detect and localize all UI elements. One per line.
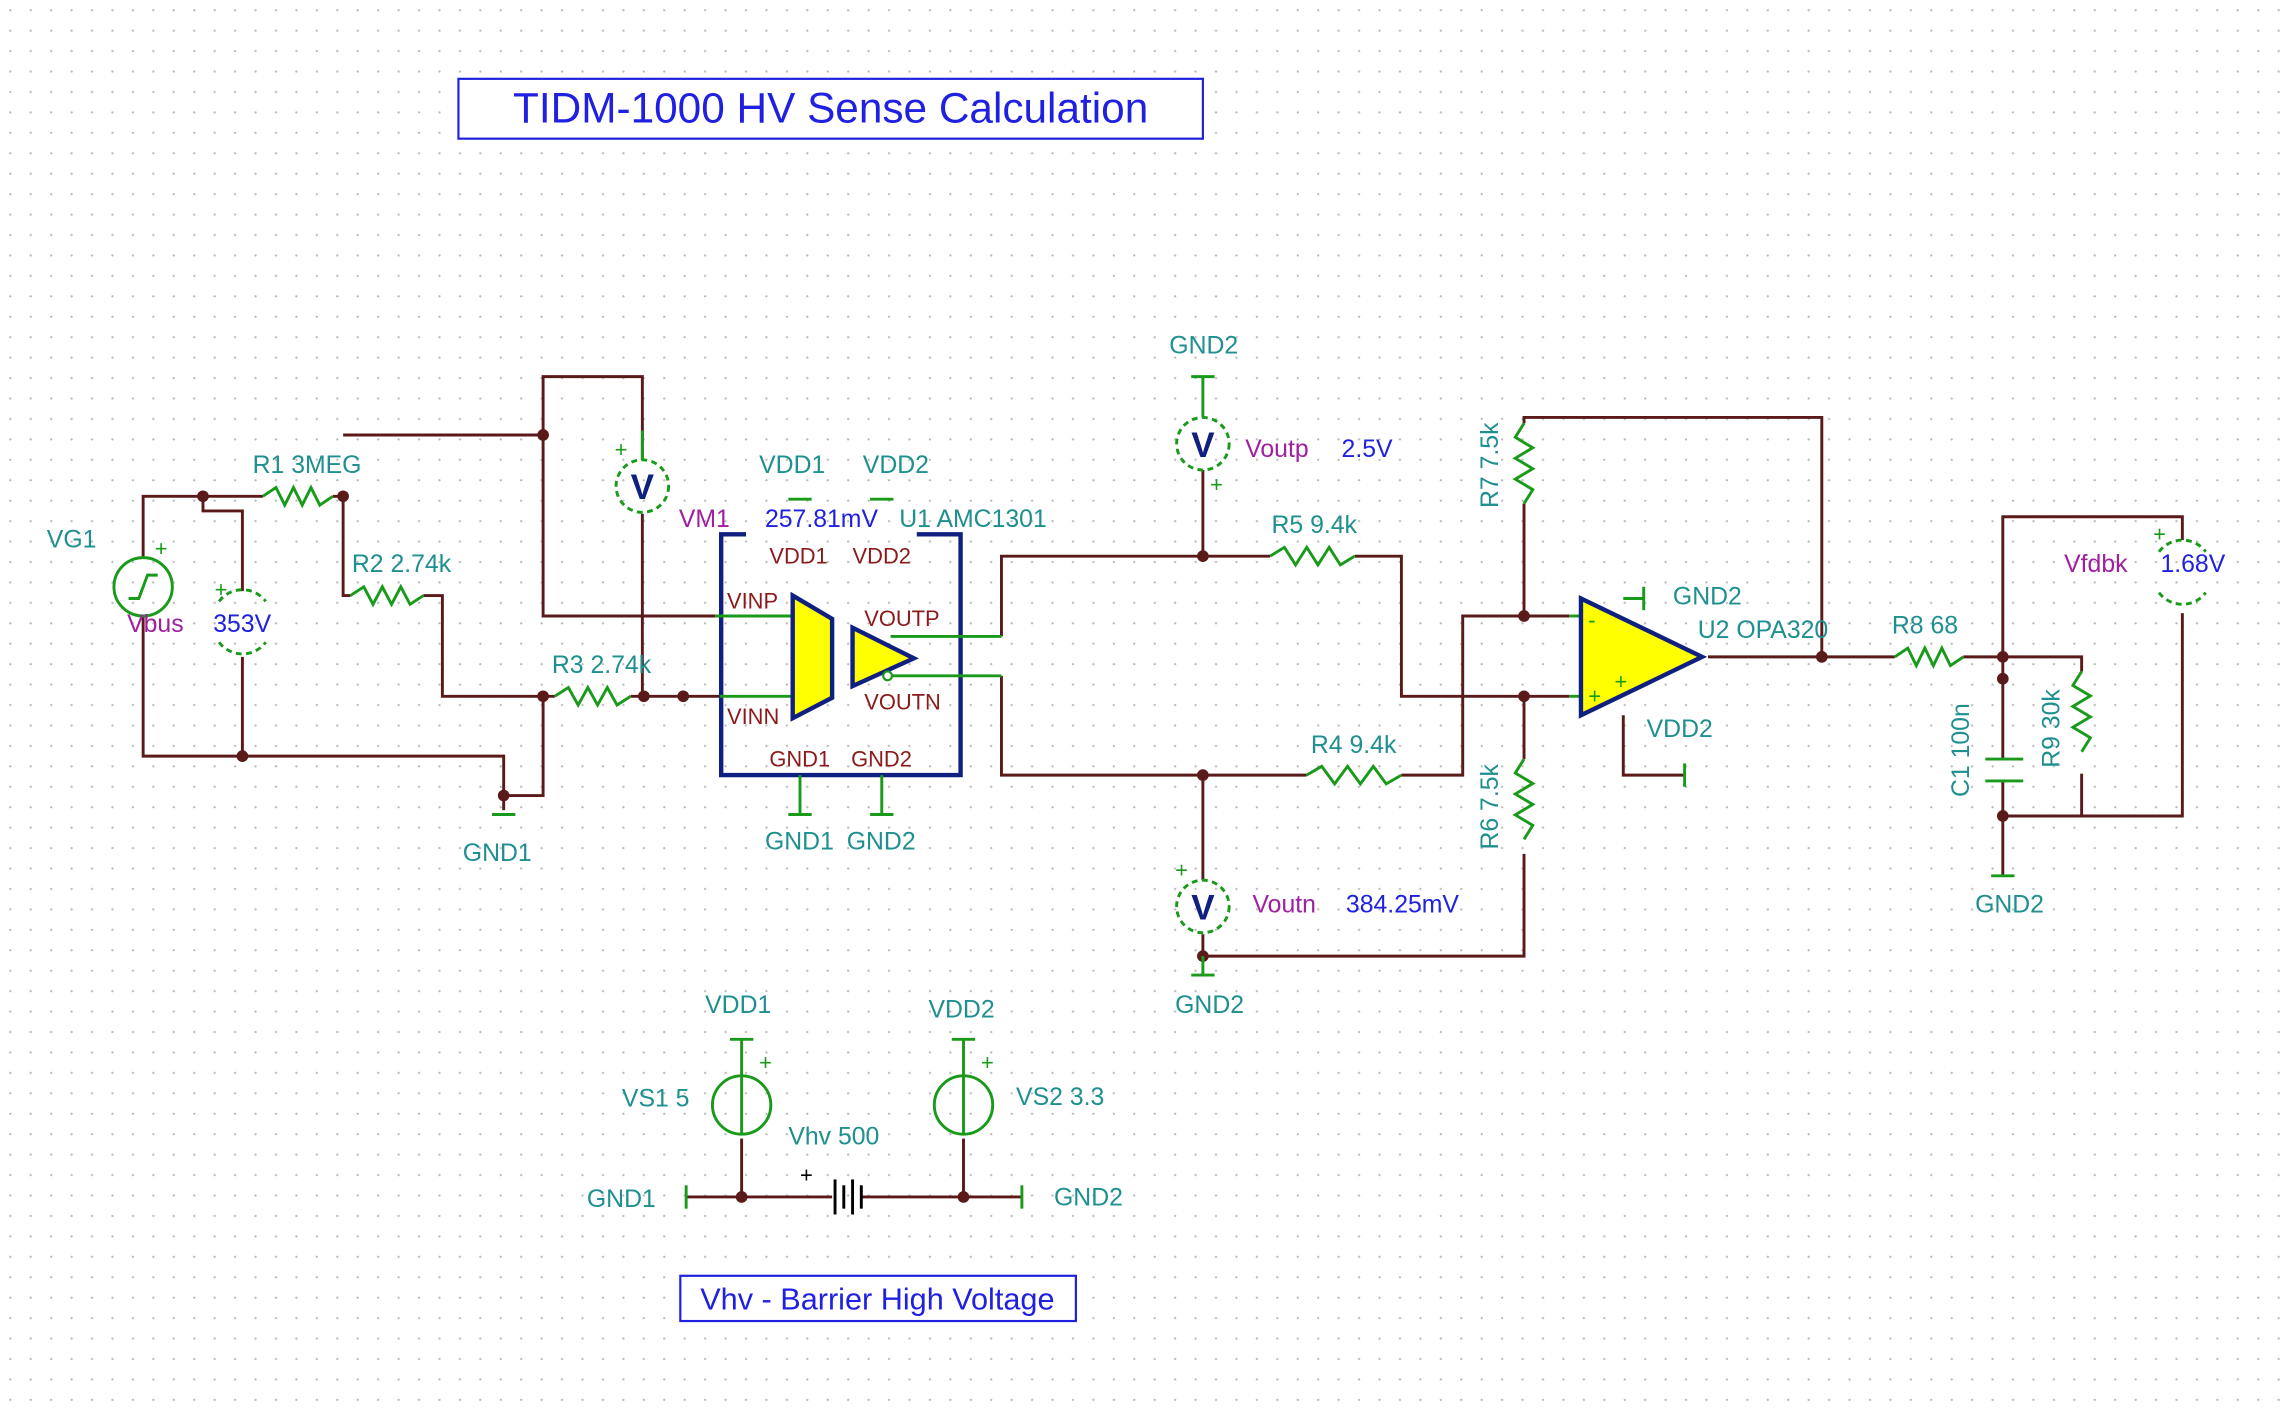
svg-text:+: +	[2153, 522, 2166, 547]
c1-label: C1 100n	[1948, 703, 1975, 797]
svg-text:-: -	[1588, 608, 1595, 633]
net-gnd2-bottom: GND2	[1054, 1185, 1123, 1212]
vbus-value: 353V	[213, 611, 271, 638]
svg-text:VINP: VINP	[727, 589, 778, 614]
resistor-r7[interactable]	[1512, 422, 1536, 505]
svg-text:V: V	[1191, 426, 1215, 465]
svg-text:+: +	[155, 536, 168, 561]
net-gnd2-u2: GND2	[1673, 583, 1742, 610]
u1-label: U1 AMC1301	[899, 506, 1047, 533]
voutn-name: Voutn	[1253, 891, 1316, 918]
vs2-label: VS2 3.3	[1016, 1084, 1104, 1111]
r7-label: R7 7.5k	[1477, 422, 1504, 508]
vs1-label: VS1 5	[622, 1085, 690, 1112]
svg-text:+: +	[615, 437, 628, 462]
net-gnd2-c1: GND2	[1975, 891, 2044, 918]
r2-label: R2 2.74k	[352, 551, 452, 578]
note-box	[679, 1274, 1077, 1323]
net-gnd2-u1: GND2	[847, 829, 916, 856]
resistor-r2[interactable]	[349, 583, 425, 608]
r1-label: R1 3MEG	[253, 452, 362, 479]
svg-text:V: V	[1191, 889, 1215, 928]
r4-label: R4 9.4k	[1311, 732, 1397, 759]
isolated-amplifier-u1[interactable]: VDD1 VDD2 VINP VINN VOUTP VOUTN GND1 GND…	[715, 497, 1002, 816]
resistor-r9[interactable]	[2070, 670, 2094, 753]
title-box	[457, 77, 1204, 140]
svg-text:GND1: GND1	[769, 746, 830, 771]
vm1-name: VM1	[679, 506, 730, 533]
vg1-label: VG1	[47, 526, 97, 553]
voutp-value: 2.5V	[1342, 436, 1393, 463]
r3-label: R3 2.74k	[552, 652, 652, 679]
voltage-source-vs2[interactable]: +	[932, 1037, 995, 1136]
voltmeter-vbus[interactable]: + Vbus 353V	[127, 577, 272, 656]
resistor-r5[interactable]	[1269, 544, 1356, 568]
r5-label: R5 9.4k	[1271, 512, 1357, 539]
svg-text:VOUTP: VOUTP	[864, 606, 939, 631]
svg-text:VDD1: VDD1	[769, 543, 827, 568]
svg-text:VINN: VINN	[727, 704, 779, 729]
net-gnd2-voutn: GND2	[1175, 992, 1244, 1019]
net-gnd1-bottom: GND1	[587, 1186, 656, 1213]
voltage-generator-vg1[interactable]: +	[112, 536, 174, 618]
resistor-r6[interactable]	[1512, 758, 1536, 841]
voutp-name: Voutp	[1245, 436, 1308, 463]
voltmeter-voutn[interactable]: V +	[1175, 857, 1231, 977]
capacitor-c1[interactable]	[1985, 757, 2024, 783]
note: Vhv - Barrier High Voltage	[700, 1282, 1054, 1316]
voltmeter-vfdbk[interactable]: +	[2153, 522, 2207, 606]
svg-text:+: +	[1588, 684, 1601, 709]
svg-text:+: +	[215, 577, 228, 602]
svg-text:V: V	[631, 468, 655, 507]
r6-label: R6 7.5k	[1477, 763, 1504, 849]
resistor-r1[interactable]	[262, 484, 334, 509]
net-vdd1-u1: VDD1	[759, 452, 825, 479]
svg-text:+: +	[981, 1050, 994, 1075]
net-gnd1-u1: GND1	[765, 829, 834, 856]
voltmeter-voutp[interactable]: V +	[1175, 375, 1231, 497]
svg-text:+: +	[1615, 669, 1628, 694]
wires	[141, 375, 2184, 1199]
svg-text:VDD2: VDD2	[853, 543, 911, 568]
svg-text:+: +	[800, 1162, 813, 1187]
voutn-value: 384.25mV	[1346, 891, 1459, 918]
title: TIDM-1000 HV Sense Calculation	[513, 85, 1148, 132]
net-gnd2-voutp: GND2	[1169, 332, 1238, 359]
svg-text:+: +	[759, 1050, 772, 1075]
net-gnd1: GND1	[463, 840, 532, 867]
net-vdd2-vs2: VDD2	[928, 996, 994, 1023]
voltage-source-vs1[interactable]: +	[710, 1037, 773, 1136]
resistor-r4[interactable]	[1305, 763, 1403, 787]
vm1-value: 257.81mV	[765, 506, 878, 533]
net-vdd1-vs1: VDD1	[705, 992, 771, 1019]
opamp-u2[interactable]: - + +	[1569, 586, 1708, 787]
svg-text:GND2: GND2	[851, 746, 912, 771]
vfdbk-value: 1.68V	[2160, 551, 2225, 578]
battery-vhv[interactable]: +	[800, 1162, 863, 1215]
net-vdd2-u2: VDD2	[1647, 716, 1713, 743]
junctions	[197, 429, 2009, 1203]
svg-text:VOUTN: VOUTN	[864, 689, 941, 714]
r9-label: R9 30k	[2039, 689, 2066, 768]
vbus-name: Vbus	[127, 611, 184, 638]
vhv-label: Vhv 500	[788, 1123, 879, 1150]
vfdbk-name: Vfdbk	[2064, 551, 2128, 578]
r8-label: R8 68	[1892, 613, 1958, 640]
u2-label: U2 OPA320	[1698, 617, 1829, 644]
resistor-r8[interactable]	[1893, 644, 1965, 669]
net-vdd2-u1: VDD2	[863, 452, 929, 479]
resistor-r3[interactable]	[553, 684, 632, 709]
svg-text:+: +	[1175, 857, 1188, 882]
voltmeter-vm1[interactable]: V +	[614, 430, 671, 514]
svg-text:+: +	[1210, 472, 1223, 497]
